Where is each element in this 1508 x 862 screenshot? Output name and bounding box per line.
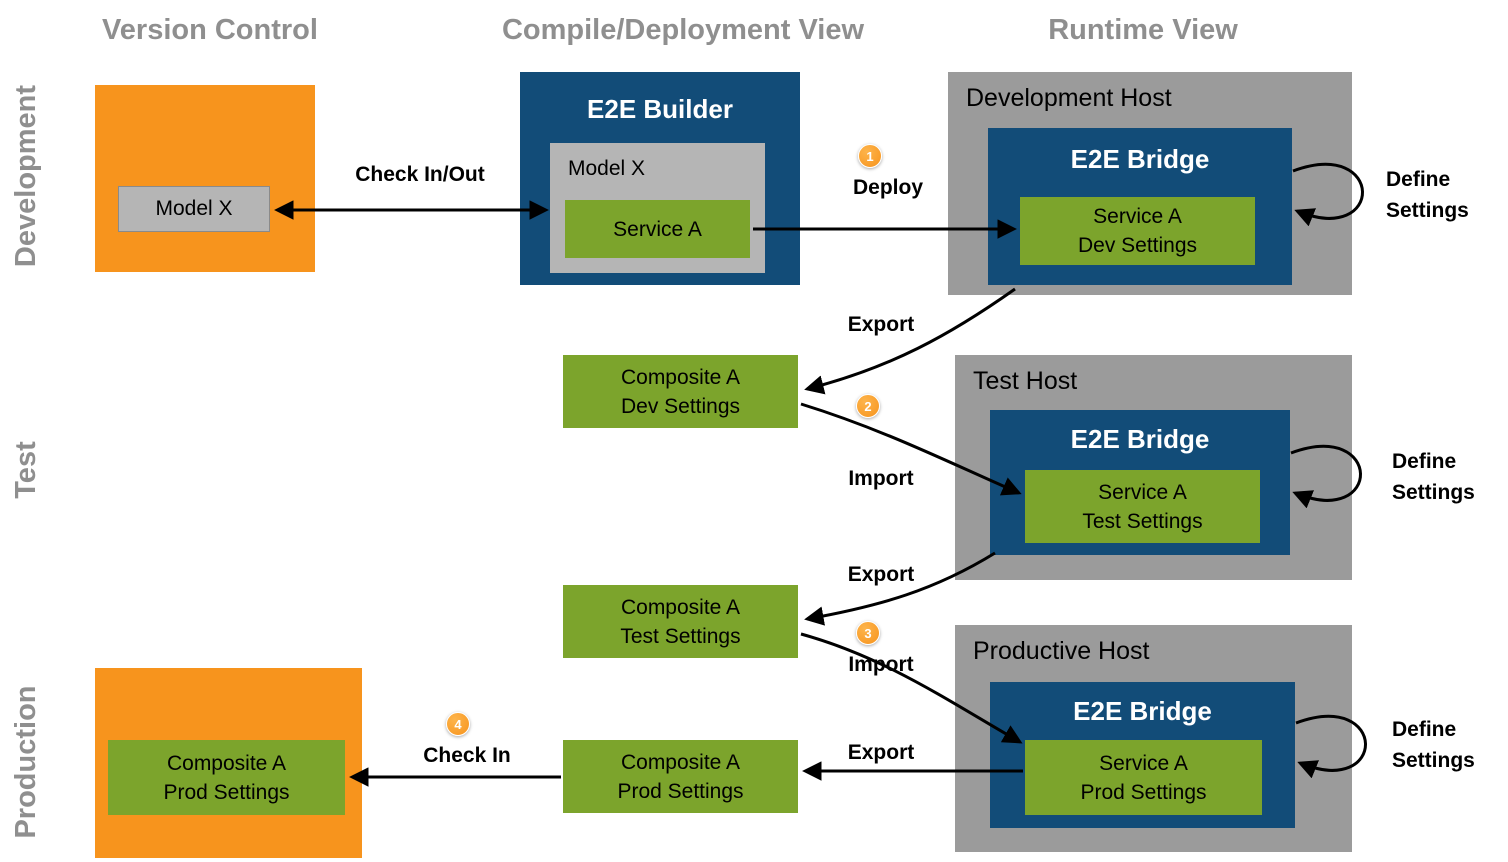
- dev-service-a-settings-box: Service A Dev Settings: [1020, 197, 1255, 265]
- composite-a-test-line1: Composite A: [620, 595, 741, 619]
- check-in-label: Check In: [423, 744, 511, 767]
- development-host-title: Development Host: [966, 84, 1172, 112]
- test-export-label: Export: [847, 563, 915, 586]
- prod-e2e-bridge-box: E2E Bridge Service A Prod Settings: [990, 682, 1295, 828]
- dev-define-settings-line2: Settings: [1386, 199, 1469, 222]
- test-service-a-line2: Test Settings: [1082, 509, 1203, 533]
- step-2-badge: 2: [856, 394, 880, 418]
- development-host-box: Development Host E2E Bridge Service A De…: [948, 72, 1352, 295]
- test-import-label: Import: [848, 467, 914, 490]
- builder-service-a-label: Service A: [613, 217, 702, 241]
- test-service-a-line1: Service A: [1098, 480, 1187, 504]
- step-4-badge: 4: [446, 712, 470, 736]
- composite-a-prod-line1: Composite A: [620, 750, 741, 774]
- column-header-runtime-view: Runtime View: [1048, 14, 1238, 46]
- prod-export-label: Export: [847, 741, 915, 764]
- prod-service-a-settings-box: Service A Prod Settings: [1025, 740, 1262, 815]
- test-define-settings-label: Define Settings: [1392, 446, 1475, 508]
- prod-service-a-line1: Service A: [1099, 751, 1188, 775]
- builder-model-x-box: Model X Service A: [550, 143, 765, 273]
- row-label-development: Development: [10, 84, 42, 268]
- prod-define-settings-line2: Settings: [1392, 749, 1475, 772]
- test-host-title: Test Host: [973, 367, 1078, 395]
- dev-service-a-line2: Dev Settings: [1077, 234, 1198, 257]
- test-host-box: Test Host E2E Bridge Service A Test Sett…: [955, 355, 1352, 580]
- vc-composite-a-prod-settings-box: Composite A Prod Settings: [108, 740, 345, 815]
- dev-define-settings-line1: Define: [1386, 168, 1451, 191]
- prod-service-a-line2: Prod Settings: [1080, 780, 1207, 804]
- test-e2e-bridge-box: E2E Bridge Service A Test Settings: [990, 410, 1290, 555]
- test-service-a-settings-box: Service A Test Settings: [1025, 470, 1260, 543]
- test-e2e-bridge-title: E2E Bridge: [1070, 424, 1210, 454]
- builder-model-x-label: Model X: [568, 157, 646, 180]
- column-header-compile-deployment-view: Compile/Deployment View: [501, 14, 865, 46]
- test-define-settings-line1: Define: [1392, 450, 1457, 473]
- column-header-version-control: Version Control: [102, 14, 318, 46]
- row-label-production: Production: [10, 685, 42, 839]
- vc-composite-a-prod-line1: Composite A: [166, 751, 287, 775]
- prod-define-settings-line1: Define: [1392, 718, 1457, 741]
- dev-service-a-line1: Service A: [1093, 205, 1182, 228]
- check-in-out-label: Check In/Out: [355, 163, 485, 186]
- dev-define-settings-label: Define Settings: [1386, 164, 1469, 226]
- e2e-builder-title: E2E Builder: [587, 94, 733, 124]
- dev-e2e-bridge-box: E2E Bridge Service A Dev Settings: [988, 128, 1292, 285]
- composite-a-prod-settings-box: Composite A Prod Settings: [563, 740, 798, 813]
- step-3-badge: 3: [856, 621, 880, 645]
- prod-e2e-bridge-title: E2E Bridge: [1073, 696, 1212, 726]
- dev-version-control-repository-box: Model X: [95, 85, 315, 272]
- productive-host-box: Productive Host E2E Bridge Service A Pro…: [955, 625, 1352, 852]
- composite-a-dev-line1: Composite A: [620, 365, 741, 389]
- row-label-test: Test: [10, 441, 42, 499]
- step-1-badge: 1: [858, 144, 882, 168]
- dev-export-label: Export: [847, 313, 915, 336]
- composite-a-prod-line2: Prod Settings: [617, 779, 744, 803]
- prod-import-label: Import: [848, 653, 914, 676]
- composite-a-dev-settings-box: Composite A Dev Settings: [563, 355, 798, 428]
- composite-a-dev-line2: Dev Settings: [620, 394, 741, 418]
- composite-a-test-settings-box: Composite A Test Settings: [563, 585, 798, 658]
- e2e-builder-box: E2E Builder Model X Service A: [520, 72, 800, 285]
- deploy-label: Deploy: [852, 176, 923, 199]
- test-define-settings-line2: Settings: [1392, 481, 1475, 504]
- dev-e2e-bridge-title: E2E Bridge: [1070, 144, 1210, 174]
- prod-define-settings-label: Define Settings: [1392, 714, 1475, 776]
- dev-vc-model-x-box: Model X: [118, 186, 270, 232]
- composite-a-test-line2: Test Settings: [620, 624, 741, 648]
- vc-composite-a-prod-line2: Prod Settings: [163, 780, 290, 804]
- productive-host-title: Productive Host: [973, 637, 1150, 665]
- prod-version-control-repository-box: Composite A Prod Settings: [95, 668, 362, 858]
- builder-service-a-box: Service A: [565, 200, 750, 258]
